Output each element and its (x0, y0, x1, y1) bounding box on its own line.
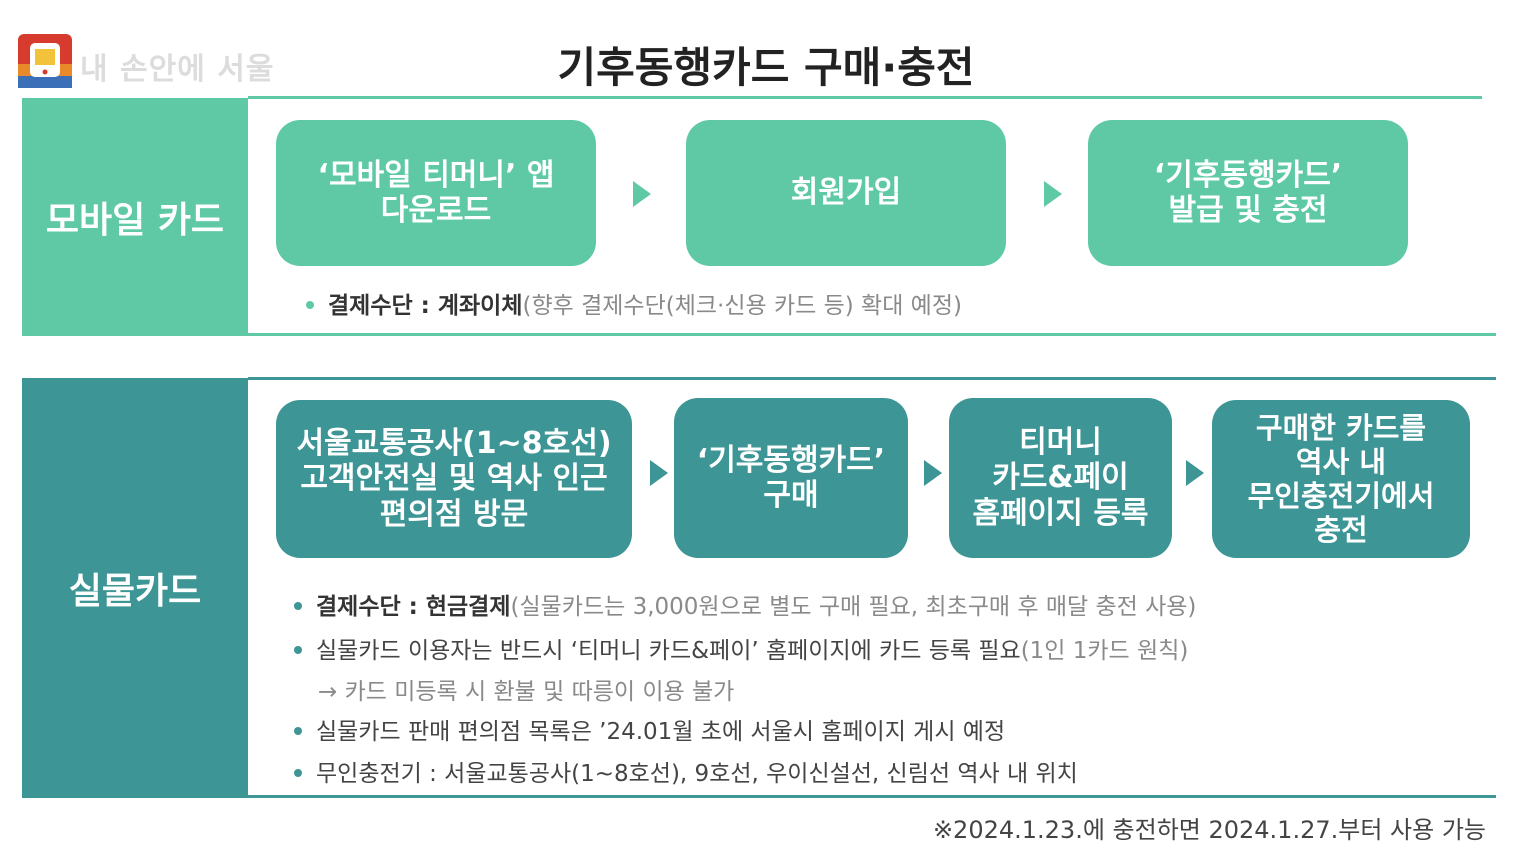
arrow-right-icon (650, 460, 668, 486)
mobile-card-label: 모바일 카드 (22, 98, 248, 336)
physical-charger-note: 무인충전기 : 서울교통공사(1~8호선), 9호선, 우이신설선, 신림선 역… (294, 754, 1078, 788)
logo-text: 내 손안에 서울 (80, 52, 275, 87)
physical-bottom-rule (248, 795, 1496, 798)
arrow-right-icon (1186, 460, 1204, 486)
footer-note: ※2024.1.23.에 충전하면 2024.1.27.부터 사용 가능 (932, 816, 1486, 844)
physical-register-subnote: → 카드 미등록 시 환불 및 따릉이 이용 불가 (318, 679, 735, 705)
physical-top-rule (248, 377, 1496, 380)
seoul-app-logo-icon (18, 34, 72, 88)
mobile-step-sign-up: 회원가입 (686, 120, 1006, 266)
mobile-top-rule (248, 96, 1482, 99)
physical-store-list-note: 실물카드 판매 편의점 목록은 ’24.01월 초에 서울시 홈페이지 게시 예… (294, 712, 1005, 746)
physical-step-visit-store: 서울교통공사(1~8호선) 고객안전실 및 역사 인근 편의점 방문 (276, 400, 632, 558)
physical-register-note: 실물카드 이용자는 반드시 ‘티머니 카드&페이’ 홈페이지에 카드 등록 필요… (294, 631, 1188, 665)
physical-step-charge: 구매한 카드를 역사 내 무인충전기에서 충전 (1212, 400, 1470, 558)
arrow-right-icon (924, 460, 942, 486)
bullet-icon (294, 645, 302, 654)
physical-step-buy-card: ‘기후동행카드’ 구매 (674, 398, 908, 558)
mobile-bottom-rule (248, 333, 1496, 336)
physical-payment-note: 결제수단 : 현금결제(실물카드는 3,000원으로 별도 구매 필요, 최초구… (294, 587, 1196, 621)
arrow-right-icon (1044, 181, 1062, 207)
bullet-icon (294, 601, 302, 610)
bullet-icon (306, 300, 314, 309)
mobile-payment-note: 결제수단 : 계좌이체(향후 결제수단(체크·신용 카드 등) 확대 예정) (306, 286, 962, 320)
physical-step-register: 티머니 카드&페이 홈페이지 등록 (949, 398, 1172, 558)
arrow-right-icon (633, 181, 651, 207)
bullet-icon (294, 726, 302, 735)
page-title: 기후동행카드 구매·충전 (557, 43, 975, 92)
mobile-step-download-app: ‘모바일 티머니’ 앱 다운로드 (276, 120, 596, 266)
bullet-icon (294, 768, 302, 777)
physical-card-label: 실물카드 (22, 378, 248, 798)
mobile-step-issue-charge: ‘기후동행카드’ 발급 및 충전 (1088, 120, 1408, 266)
